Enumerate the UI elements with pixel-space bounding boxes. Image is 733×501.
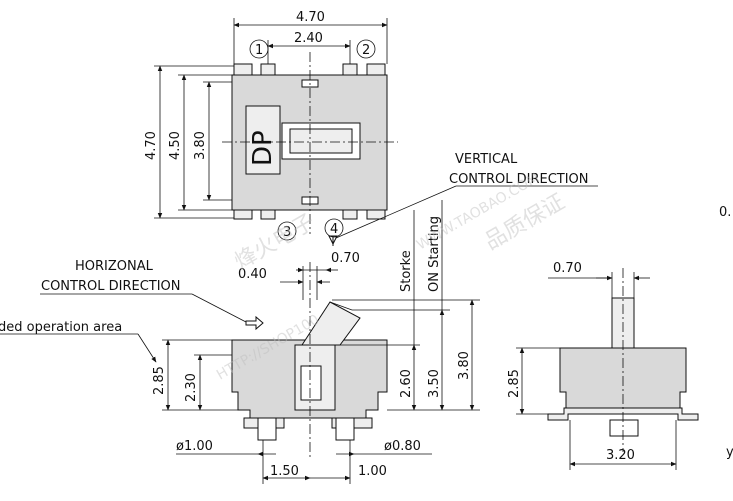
top-view-actuator (289, 128, 353, 154)
operation-area-label: ded operation area (0, 320, 122, 335)
front-view-pin-right (335, 415, 355, 441)
dim-front-pin-dia-left: ø1.00 (176, 439, 213, 454)
top-view-dimensions: 4.70 2.40 1 2 3 4 4.70 4.50 3.80 (144, 10, 388, 241)
pin-2-label: 2 (362, 43, 370, 58)
dim-top-width: 4.70 (296, 10, 325, 25)
dim-front-actuator-width: 0.70 (331, 251, 360, 266)
horizontal-direction-label-1: HORIZONAL (75, 259, 154, 274)
top-view-marking-box (245, 105, 281, 175)
front-view-actuator-lever (301, 301, 361, 346)
top-view: DP (222, 52, 398, 234)
pin-2-marker (356, 39, 376, 59)
pin-1-marker (249, 39, 269, 59)
stroke-label: Storke (399, 250, 414, 292)
front-view-pin-left (257, 415, 277, 441)
edge-text-right-top: 0. (719, 205, 731, 220)
dim-top-inner-height: 3.80 (193, 131, 208, 160)
horizontal-direction-arrow (245, 315, 264, 331)
dim-front-stroke: 3.50 (427, 369, 442, 398)
dim-side-height: 2.85 (507, 369, 522, 398)
vertical-direction-label-2: CONTROL DIRECTION (449, 172, 589, 187)
pin-4-marker (324, 218, 344, 238)
dim-side-width: 3.20 (606, 448, 635, 463)
pin-3-marker (277, 221, 297, 241)
dim-front-top-height: 2.30 (184, 373, 199, 402)
front-view (231, 262, 388, 460)
pin-3-label: 3 (283, 225, 291, 240)
dim-top-body-height: 4.50 (168, 131, 183, 160)
dim-side-actuator-width: 0.70 (553, 261, 582, 276)
dim-front-body-height: 2.85 (152, 366, 167, 395)
vertical-direction-label-1: VERTICAL (455, 152, 518, 167)
pin-4-label: 4 (330, 222, 338, 237)
side-view (547, 268, 699, 452)
dim-top-pin-spacing: 2.40 (294, 31, 323, 46)
edge-text-right-bottom: y (726, 445, 733, 460)
marking-text: DP (248, 130, 278, 166)
dim-front-pin-offset: 1.00 (358, 464, 387, 479)
dim-front-actuator-offset: 0.40 (238, 267, 267, 282)
dim-front-pin-spacing: 1.50 (270, 464, 299, 479)
front-view-actuator-window (300, 365, 322, 401)
side-view-pin (609, 419, 639, 437)
side-view-dimensions: 0.70 2.85 3.20 (507, 261, 677, 470)
dim-front-on-starting: 2.60 (399, 369, 414, 398)
dim-front-total-height: 3.80 (457, 351, 472, 380)
dim-top-height: 4.70 (144, 131, 159, 160)
on-starting-label: ON Starting (427, 216, 442, 292)
front-view-dimensions: 0.40 0.70 VERTICAL CONTROL DIRECTION HOR… (0, 152, 598, 484)
horizontal-direction-label-2: CONTROL DIRECTION (41, 279, 181, 294)
dim-front-pin-dia-right: ø0.80 (384, 439, 421, 454)
vertical-direction-arrow (328, 235, 338, 246)
pin-1-label: 1 (255, 43, 263, 58)
